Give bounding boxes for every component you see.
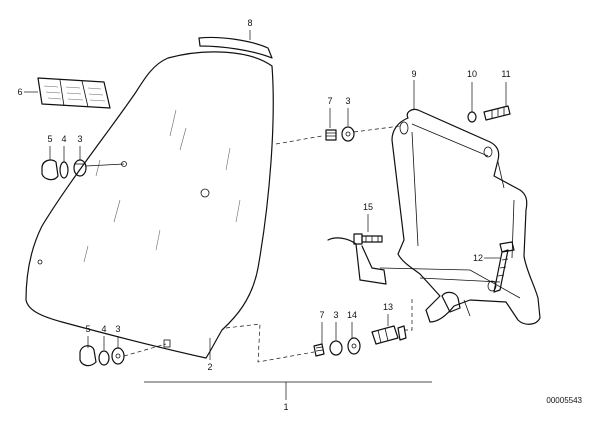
callout-13: 13	[383, 302, 393, 312]
reference-number: 00005543	[546, 396, 582, 405]
callout-1: 1	[283, 402, 288, 412]
edge-trim	[198, 36, 273, 59]
part-13	[371, 325, 407, 345]
callout-2: 2	[207, 362, 212, 372]
callout-7-upper: 7	[327, 96, 332, 106]
hardware-set-lower-right	[313, 337, 361, 357]
mounting-bracket	[327, 108, 541, 325]
windscreen-hole	[200, 188, 210, 198]
hardware-set-upper-right	[325, 126, 355, 142]
callout-14: 14	[347, 310, 357, 320]
callout-3-lower-right: 3	[333, 310, 338, 320]
callout-15: 15	[363, 202, 373, 212]
callout-3-upper-left: 3	[77, 134, 82, 144]
callout-5-lower: 5	[85, 324, 90, 334]
callout-8-top: 8	[247, 18, 252, 28]
callout-12: 12	[473, 253, 483, 263]
windscreen-shading	[83, 109, 241, 263]
callout-3-upper-right: 3	[345, 96, 350, 106]
windscreen-hole-bottom	[37, 259, 43, 265]
callout-3-lower-left: 3	[115, 324, 120, 334]
callout-4-upper: 4	[61, 134, 66, 144]
windscreen-clip	[163, 339, 171, 348]
callout-9: 9	[411, 69, 416, 79]
callout-5-upper: 5	[47, 134, 52, 144]
bolt-12	[493, 241, 515, 293]
windscreen	[25, 51, 274, 359]
screw-15	[353, 233, 383, 245]
hardware-set-lower-left	[79, 345, 125, 367]
washer-and-bolt	[467, 105, 511, 123]
vent-grille	[37, 77, 111, 109]
callout-10: 10	[467, 69, 477, 79]
callout-11: 11	[501, 69, 510, 79]
callout-7-lower: 7	[319, 310, 324, 320]
callout-6: 6	[17, 87, 22, 97]
leader-lines	[24, 30, 507, 400]
callout-4-lower: 4	[101, 324, 106, 334]
